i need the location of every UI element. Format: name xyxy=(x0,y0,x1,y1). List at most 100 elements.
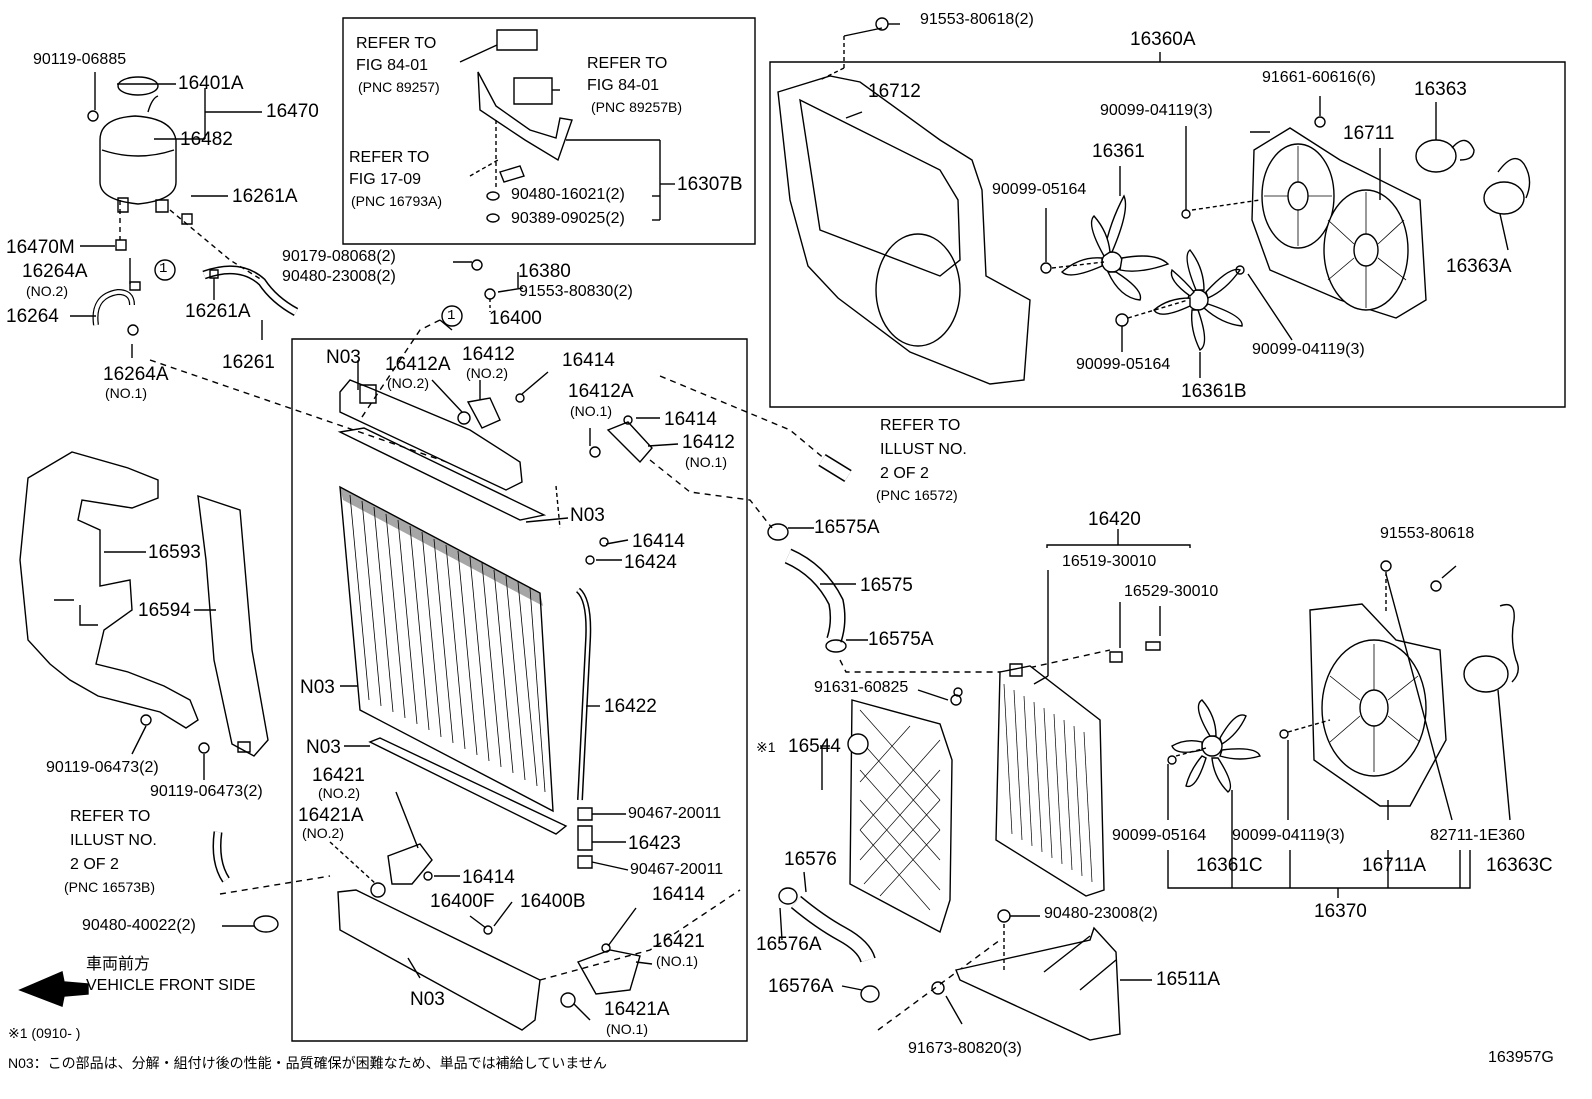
label-16711: 16711 xyxy=(1343,123,1395,144)
bracket-16370 xyxy=(1168,850,1470,888)
refer-illust-16572-line3: 2 OF 2 xyxy=(880,465,929,482)
label-91631-60825: 91631-60825 xyxy=(814,679,909,696)
label-16575A-upper: 16575A xyxy=(814,517,880,538)
label-16576A-lower: 16576A xyxy=(768,976,834,997)
label-16261A-lower: 16261A xyxy=(185,301,251,322)
refer-illust-16572-line4: (PNC 16572) xyxy=(876,487,958,503)
fan-shroud-16711A-drawing xyxy=(1310,561,1456,820)
fan-16361B-drawing xyxy=(1154,250,1242,378)
radiator-box xyxy=(292,339,747,1041)
footnote-1: ※1 (0910- ) xyxy=(8,1025,81,1041)
hose-16576-drawing xyxy=(779,872,1000,1030)
label-16576A-upper: 16576A xyxy=(756,934,822,955)
label-90119-06473-b: 90119-06473(2) xyxy=(150,783,263,800)
fan-16361C-drawing xyxy=(1172,700,1260,792)
label-16261A-upper: 16261A xyxy=(232,186,298,207)
label-n03-lower-gasket: N03 xyxy=(306,737,341,758)
label-90467-20011-a: 90467-20011 xyxy=(628,805,722,822)
label-16575: 16575 xyxy=(860,575,913,596)
label-91661-60616: 91661-60616(6) xyxy=(1262,69,1376,86)
reservoir-tank-drawing xyxy=(88,77,176,250)
label-90389-09025: 90389-09025(2) xyxy=(511,210,625,227)
label-90099-04119-c: 90099-04119(3) xyxy=(1232,827,1345,844)
label-16414-b: 16414 xyxy=(664,409,717,430)
figure-id: 163957G xyxy=(1488,1049,1554,1066)
label-16264A-no2: 16264A xyxy=(22,261,88,282)
refer-17-09-line2: FIG 17-09 xyxy=(349,171,422,188)
callout-1-right: 1 xyxy=(447,308,456,324)
refer-84-01-a-line2: FIG 84-01 xyxy=(356,57,429,74)
motor-drawing xyxy=(1416,140,1530,250)
label-16414-a: 16414 xyxy=(562,350,615,371)
label-16421A-no2: 16421A xyxy=(298,805,364,826)
label-90099-05164-b: 90099-05164 xyxy=(1076,356,1171,373)
label-16529-30010: 16529-30010 xyxy=(1124,583,1219,600)
label-16422: 16422 xyxy=(604,696,657,717)
refer-illust-16573B-line3: 2 OF 2 xyxy=(70,856,119,873)
refer-84-01-b-line3: (PNC 89257B) xyxy=(591,99,683,115)
bracket-16511A-drawing xyxy=(932,910,1152,1040)
label-82711-1E360: 82711-1E360 xyxy=(1430,827,1525,844)
label-16421A-no1: 16421A xyxy=(604,999,670,1020)
label-16361: 16361 xyxy=(1092,141,1145,162)
label-16421-no2: 16421 xyxy=(312,765,365,786)
label-16361C: 16361C xyxy=(1196,855,1263,876)
label-90480-16021: 90480-16021(2) xyxy=(511,186,625,203)
label-90099-05164-c: 90099-05164 xyxy=(1112,827,1207,844)
label-16470: 16470 xyxy=(266,101,319,122)
refer-illust-16573B-line1: REFER TO xyxy=(70,808,151,825)
fan-shroud-box xyxy=(770,62,1565,407)
label-16412A-no1-sub: (NO.1) xyxy=(570,403,612,419)
label-16264A-no1: 16264A xyxy=(103,364,169,385)
label-16412A-no2: 16412A xyxy=(385,354,451,375)
label-16361B: 16361B xyxy=(1181,381,1247,402)
label-16380: 16380 xyxy=(518,261,571,282)
bracket-box xyxy=(343,18,755,244)
label-16414-c: 16414 xyxy=(632,531,685,552)
label-16360A: 16360A xyxy=(1130,29,1196,50)
label-n03-core: N03 xyxy=(300,677,335,698)
label-16421-no1: 16421 xyxy=(652,931,705,952)
label-90119-06473-a: 90119-06473(2) xyxy=(46,759,159,776)
refer-84-01-b-line1: REFER TO xyxy=(587,55,668,72)
label-16370: 16370 xyxy=(1314,901,1367,922)
label-16470M: 16470M xyxy=(6,237,75,258)
label-16511A: 16511A xyxy=(1156,969,1221,990)
label-91553-80618: 91553-80618 xyxy=(1380,525,1475,542)
fan-shroud-drawing xyxy=(778,18,1030,384)
side-seal-drawing xyxy=(20,452,268,780)
refer-17-09-line3: (PNC 16793A) xyxy=(351,193,443,209)
label-90480-23008-bottom: 90480-23008(2) xyxy=(1044,905,1158,922)
label-16363C: 16363C xyxy=(1486,855,1553,876)
refer-illust-16573B-line2: ILLUST NO. xyxy=(70,832,157,849)
fan-16361-drawing xyxy=(1062,166,1168,300)
label-16412-no1: 16412 xyxy=(682,432,735,453)
label-16363: 16363 xyxy=(1414,79,1467,100)
label-16307B: 16307B xyxy=(677,174,743,195)
label-16423: 16423 xyxy=(628,833,681,854)
refer-17-09-line1: REFER TO xyxy=(349,149,430,166)
label-16414-e: 16414 xyxy=(652,884,705,905)
label-16264: 16264 xyxy=(6,306,59,327)
fan-shroud-16711-drawing xyxy=(1252,128,1426,318)
right-leaders xyxy=(954,688,1388,850)
refer-84-01-a-line3: (PNC 89257) xyxy=(358,79,440,95)
motor-16363C-drawing xyxy=(1464,605,1518,820)
label-16264A-no1-sub: (NO.1) xyxy=(105,385,147,401)
ecu-bracket-drawing xyxy=(460,30,675,222)
label-16400: 16400 xyxy=(489,308,542,329)
label-16412A-no2-sub: (NO.2) xyxy=(387,375,429,391)
label-16594: 16594 xyxy=(138,600,191,621)
label-16363A: 16363A xyxy=(1446,256,1512,277)
label-16424: 16424 xyxy=(624,552,677,573)
hose-16261-drawing xyxy=(95,214,296,335)
label-16575A-lower: 16575A xyxy=(868,629,934,650)
label-16576: 16576 xyxy=(784,849,837,870)
label-16401A: 16401A xyxy=(178,73,244,94)
label-90179-08068: 90179-08068(2) xyxy=(282,248,396,265)
label-n03-lower-tank: N03 xyxy=(410,989,445,1010)
label-16261: 16261 xyxy=(222,352,275,373)
label-16264A-no2-sub: (NO.2) xyxy=(26,283,68,299)
label-16712: 16712 xyxy=(868,81,921,102)
